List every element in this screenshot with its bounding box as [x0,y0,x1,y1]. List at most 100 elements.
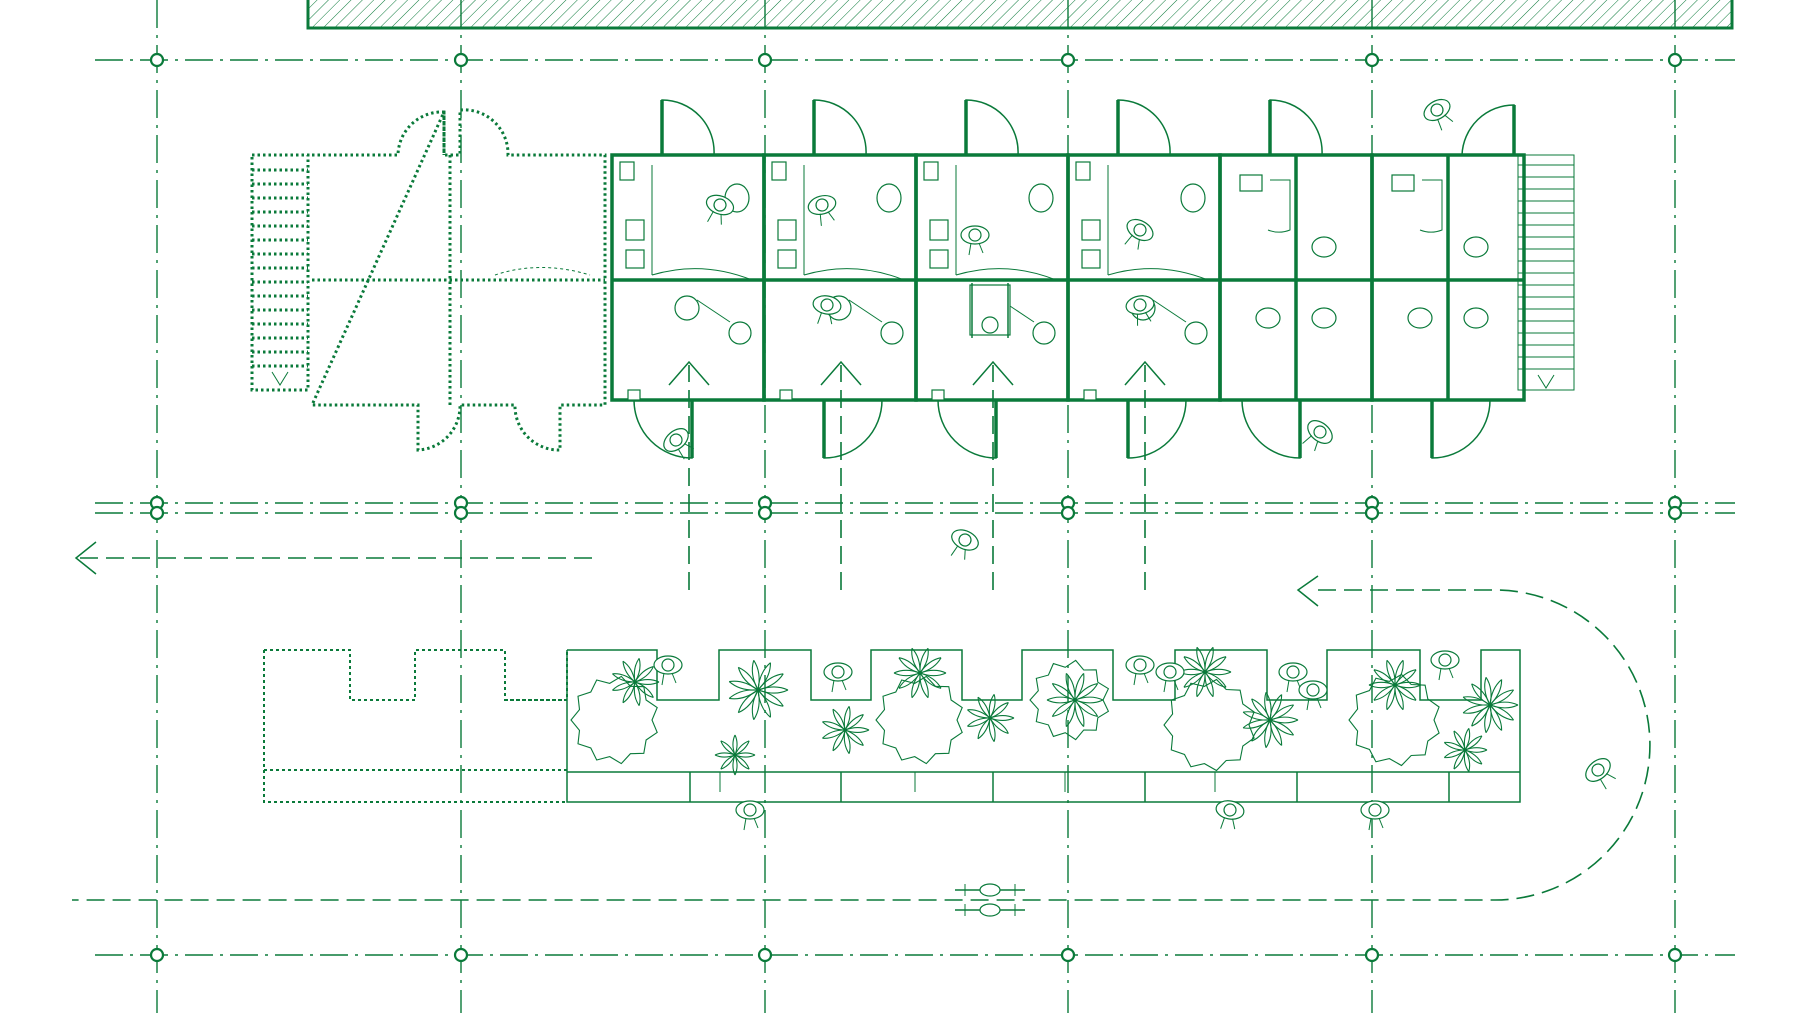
door-swing [1419,179,1443,233]
grid-node-icon [1667,52,1683,68]
shower-hose [1152,299,1187,323]
plant-icon [1178,646,1232,698]
shower-hose [696,299,731,323]
sink-icon [1028,183,1054,213]
wheelchair-user-icon [969,283,1011,338]
bench-icon [777,219,797,241]
grid-node-icon [453,505,469,521]
soap-icon [1075,161,1091,181]
bench-icon [625,219,645,241]
plant-icon [822,706,870,754]
person-figure-icon [1423,98,1454,131]
arrow-up-icon [820,360,862,386]
grid-node-icon [1060,52,1076,68]
door-swing [1431,399,1491,459]
arrow-left-icon [1296,575,1319,607]
shower-cabin [914,99,1070,459]
step-icon [931,389,945,401]
shower-head-icon [674,295,700,321]
shower-cabin [610,99,766,459]
ramp-stair-right [1517,154,1575,391]
structural-grid [95,0,1735,1013]
door-swing [1127,399,1187,459]
toilet-icon [1255,307,1281,329]
person-figure-icon [812,295,842,325]
toilet-icon [1311,307,1337,329]
drain-icon [880,321,904,345]
tree-canopy-icon [1348,673,1440,767]
door-swing [1267,179,1291,233]
person-figure-icon [1215,800,1245,830]
bench-icon [1081,219,1101,241]
person-figure-icon [663,428,694,460]
door-swing [1269,99,1323,156]
grid-node-icon [757,505,773,521]
grid-node-icon [149,947,165,963]
tree-canopy-icon [1029,659,1110,741]
arrow-up-icon [1124,360,1166,386]
proposed-modules-dotted [250,108,607,452]
soap-icon [771,161,787,181]
curtain-line [803,268,905,281]
plant-icon [967,694,1015,742]
shower-cabin [1066,99,1222,459]
sink-icon [876,183,902,213]
arrow-left-icon [74,541,97,575]
plant-icon [1046,672,1104,728]
bench-icon [929,219,949,241]
plant-icon [728,660,789,720]
basin-icon [1239,174,1263,192]
stair-arrow-icon [271,371,289,386]
person-figure-icon [705,194,735,225]
grid-node-icon [149,52,165,68]
tree-canopy-icon [1163,678,1255,772]
plant-icon [1242,691,1299,749]
sink-icon [1180,183,1206,213]
shower-hose [848,299,883,323]
person-figure-icon [1125,295,1155,326]
toilet-icon [1463,236,1489,258]
step-icon [1083,389,1097,401]
drain-icon [728,321,752,345]
people-figures [653,98,1616,917]
grid-node-icon [453,947,469,963]
toilet-cabin [1370,104,1526,459]
bench-icon [625,249,645,269]
person-figure-icon [823,662,853,693]
existing-building-edge [306,0,1734,30]
step-icon [627,389,641,401]
grid-node-icon [757,52,773,68]
grid-node-icon [1364,505,1380,521]
person-figure-icon [1430,650,1460,681]
arrow-up-icon [668,360,710,386]
door-swing [1117,99,1171,156]
curtain-line [955,268,1057,281]
basin-icon [1391,174,1415,192]
drain-icon [1184,321,1208,345]
plant-icon [714,734,756,776]
soap-icon [923,161,939,181]
toilet-icon [1407,307,1433,329]
curtain-line [651,268,753,281]
plant-icon [1462,676,1519,734]
door-swing [1461,104,1515,156]
person-figure-icon [1298,680,1328,711]
grid-node-icon [1667,505,1683,521]
toilet-icon [1463,307,1489,329]
grid-node-icon [1364,52,1380,68]
person-figure-icon [1360,800,1390,831]
plant-icon [1368,659,1422,711]
grid-node-icon [1060,947,1076,963]
door-swing [937,399,997,459]
tree-canopy-icon [570,675,658,765]
plant-icon [1443,728,1488,772]
door-swing [813,99,867,156]
soap-icon [619,161,635,181]
person-figure-icon [950,529,979,560]
door-swing [661,99,715,156]
grid-node-icon [757,947,773,963]
grid-markers [149,52,1683,963]
planter-bench-block [263,646,1521,803]
door-swing [633,399,693,459]
